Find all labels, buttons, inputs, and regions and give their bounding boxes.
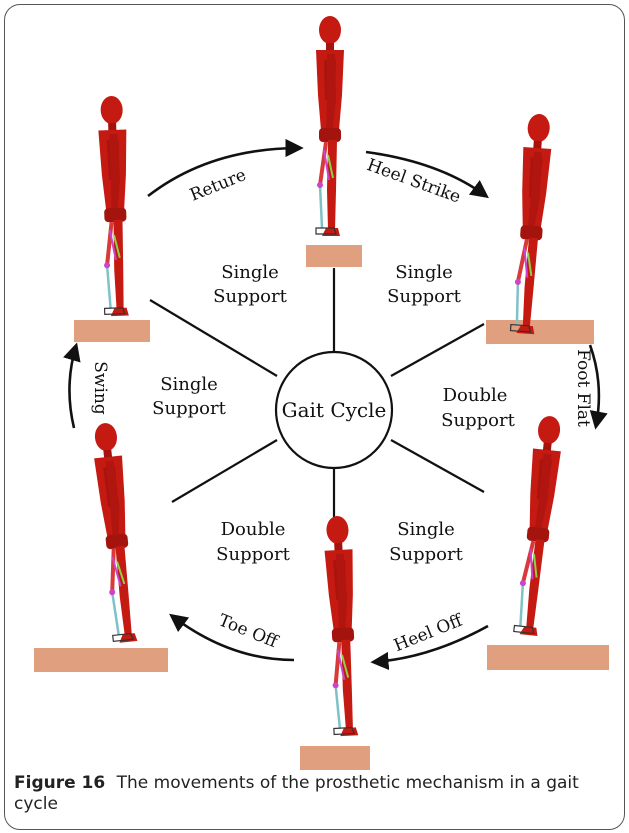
phase-label-bottom-right-line1: Single [397, 519, 455, 540]
phase-label-right-line2: Support [441, 410, 515, 431]
caption-label: Figure 16 [14, 773, 105, 793]
figure-top-right [510, 113, 553, 334]
heel-off-label: Heel Off [391, 610, 467, 656]
phase-label-bottom-left-line2: Support [216, 544, 290, 565]
swing-label: Swing [90, 361, 110, 415]
center-label: Gait Cycle [282, 398, 387, 422]
phase-label-top-left-line2: Support [213, 286, 287, 307]
figure-bottom [323, 515, 362, 736]
phase-label-top-right-line2: Support [387, 286, 461, 307]
figure-top [316, 16, 344, 236]
phase-label-bottom-left-line1: Double [221, 519, 286, 540]
swing-arrow [69, 346, 76, 428]
phase-label-bottom-right-line2: Support [389, 544, 463, 565]
gait-cycle-diagram: Gait Cycle Single Support Single Support… [0, 0, 629, 770]
return-label: Reture [187, 165, 249, 206]
figure-bottom-left [91, 422, 142, 644]
phase-label-right-line1: Double [443, 385, 508, 406]
figure-caption: Figure 16 The movements of the prostheti… [14, 773, 604, 815]
phase-label-top-left-line1: Single [221, 262, 279, 283]
phase-label-left-line2: Support [152, 398, 226, 419]
figure-top-left [97, 96, 133, 317]
foot-flat-label: Foot Flat [573, 349, 593, 427]
phase-label-left-line1: Single [160, 374, 218, 395]
figure-bottom-right [514, 415, 565, 637]
phase-label-top-right-line1: Single [395, 262, 453, 283]
